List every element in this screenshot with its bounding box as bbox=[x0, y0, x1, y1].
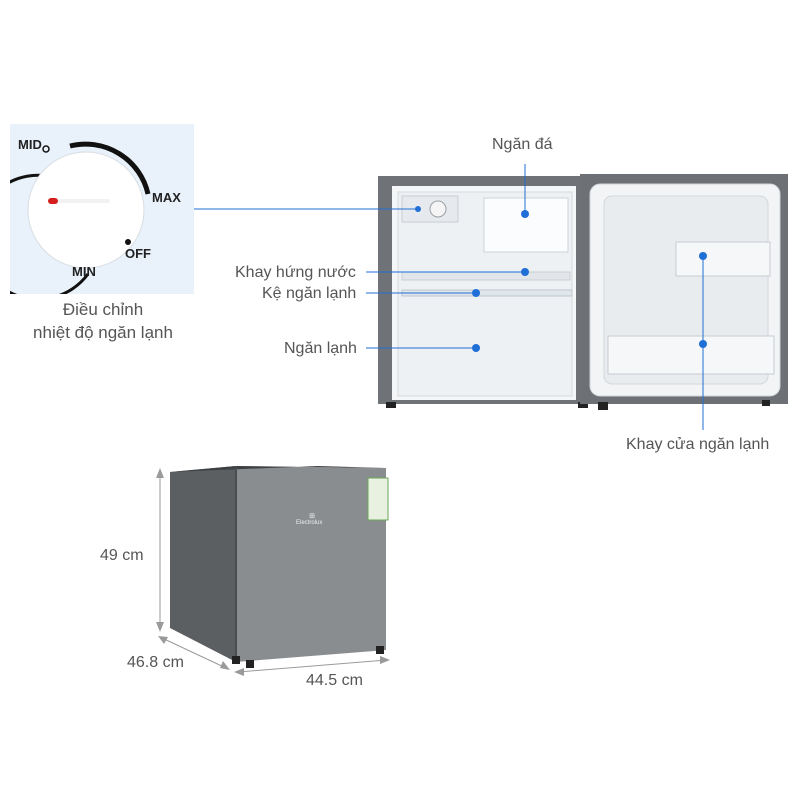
temperature-dial bbox=[0, 141, 151, 301]
closed-fridge-side bbox=[170, 466, 236, 662]
dimension-height: 49 cm bbox=[100, 547, 144, 564]
control-knob bbox=[429, 200, 447, 218]
closed-fridge-front bbox=[236, 466, 386, 662]
door-foot-left bbox=[598, 402, 608, 410]
door-foot-right bbox=[762, 400, 770, 406]
dial-label-mid: MID bbox=[18, 137, 42, 152]
width-arrow-left bbox=[234, 668, 244, 676]
fridge-callout-dot bbox=[472, 344, 480, 352]
callout-fridge: Ngăn lạnh bbox=[284, 340, 357, 357]
drip-tray-callout-dot bbox=[521, 268, 529, 276]
dial-caption: Điều chỉnh nhiệt độ ngăn lạnh bbox=[8, 298, 198, 344]
door-tray-upper bbox=[675, 241, 771, 277]
brand-name: Electrolux bbox=[296, 520, 323, 526]
callout-freezer: Ngăn đá bbox=[492, 136, 553, 153]
dial-label-max: MAX bbox=[152, 190, 181, 205]
fridge-foot-right bbox=[578, 402, 588, 408]
callout-dots bbox=[415, 206, 707, 352]
closed-foot-3 bbox=[376, 646, 384, 654]
depth-arrow-right bbox=[220, 661, 230, 670]
callout-door-tray: Khay cửa ngăn lạnh bbox=[626, 436, 770, 453]
dial-pointer-line bbox=[58, 199, 110, 203]
dimension-depth: 46.8 cm bbox=[127, 654, 184, 671]
off-marker bbox=[125, 239, 131, 245]
dimension-width: 44.5 cm bbox=[306, 672, 363, 689]
door-tray-lower-dot bbox=[699, 340, 707, 348]
mid-marker bbox=[42, 145, 50, 153]
freezer-callout-dot bbox=[521, 210, 529, 218]
fridge-door bbox=[580, 174, 788, 410]
door-tray-lower bbox=[607, 335, 775, 375]
depth-arrow-left bbox=[158, 636, 168, 644]
shelf-callout-dot bbox=[472, 289, 480, 297]
dimension-arrowheads bbox=[156, 468, 390, 676]
dial-label-min: MIN bbox=[72, 264, 96, 279]
depth-dimension-line bbox=[161, 637, 227, 669]
open-fridge bbox=[378, 176, 588, 408]
closed-foot-1 bbox=[232, 656, 240, 664]
width-arrow-right bbox=[380, 656, 390, 664]
closed-foot-2 bbox=[246, 660, 254, 668]
width-dimension-line bbox=[237, 659, 387, 673]
dial-label-off: OFF bbox=[125, 246, 151, 261]
height-arrow-bottom bbox=[156, 622, 164, 632]
callout-shelf: Kệ ngăn lạnh bbox=[262, 285, 357, 302]
energy-label bbox=[367, 477, 389, 521]
dimension-lines bbox=[159, 472, 387, 673]
callout-lines bbox=[194, 164, 704, 430]
height-arrow-top bbox=[156, 468, 164, 478]
closed-fridge: ⊞ bbox=[170, 466, 389, 668]
brand-logo: ⊞ bbox=[309, 513, 315, 520]
dial-knob[interactable] bbox=[27, 151, 145, 269]
dial-pointer-red bbox=[48, 198, 58, 204]
temperature-dial-panel: MID MAX OFF MIN bbox=[0, 124, 194, 301]
drip-tray bbox=[401, 271, 571, 281]
fridge-foot-left bbox=[386, 402, 396, 408]
door-tray-upper-dot bbox=[699, 252, 707, 260]
dial-caption-line1: Điều chỉnh bbox=[62, 300, 144, 319]
dial-callout-dot bbox=[415, 206, 421, 212]
callout-drip-tray: Khay hứng nước bbox=[235, 264, 356, 281]
freezer-compartment bbox=[483, 197, 569, 253]
closed-fridge-top bbox=[170, 466, 386, 472]
dial-caption-line2: nhiệt độ ngăn lạnh bbox=[33, 323, 173, 342]
dial-outer-arc-top bbox=[69, 141, 151, 195]
